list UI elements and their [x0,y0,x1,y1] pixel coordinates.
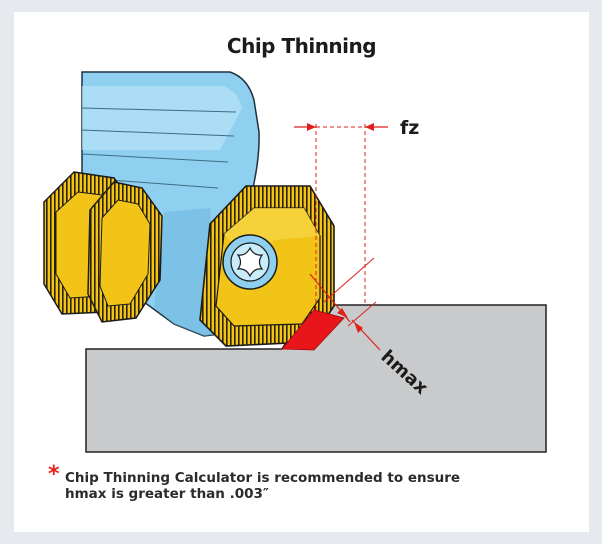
rear-insert-near [87,181,163,323]
diagram-panel: Chip Thinning [14,12,589,532]
footnote-line-2: hmax is greater than .003″ [65,486,269,502]
footnote-line-1: Chip Thinning Calculator is recommended … [65,470,461,486]
footnote: * Chip Thinning Calculator is recommende… [48,464,545,503]
chip [281,309,345,351]
hmax-dimension [309,257,381,351]
diagram-title: Chip Thinning [226,34,377,58]
feed-label: fz [400,117,419,139]
feed-dimension [294,123,388,312]
insert-screw-icon [222,234,278,290]
chip-thinning-diagram: fz hmax [43,71,547,453]
footnote-marker: * [48,462,60,487]
